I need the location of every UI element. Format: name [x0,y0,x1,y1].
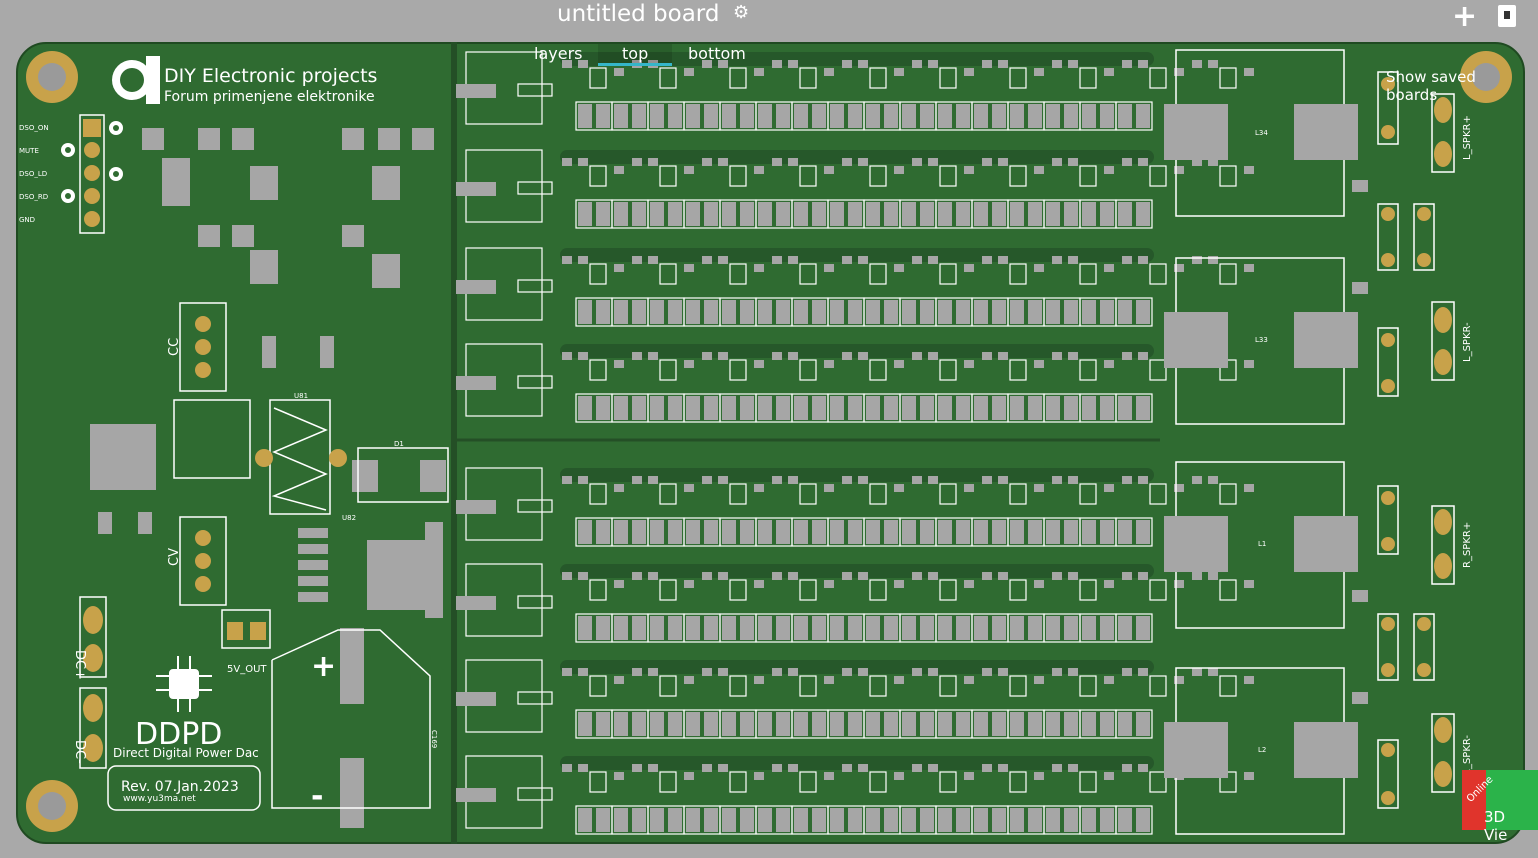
silk-l-spkr-plus: L_SPKR+ [1462,115,1473,160]
silk-r-spkr-minus: R_SPKR- [1462,735,1473,776]
show-saved-boards-link[interactable]: Show saved boards [1386,68,1476,104]
pin-label-dso-ld: DSO_LD [19,170,47,178]
svg-text:-: - [311,779,323,814]
mounting-holes [26,51,1512,832]
logo-gear-icon [112,56,160,104]
tab-top[interactable]: top [598,44,673,66]
silk-subheading: Forum primenjene elektronike [164,89,375,105]
silk-cc: CC [167,338,182,356]
svg-text:L2: L2 [1258,746,1266,754]
silk-heading: DIY Electronic projects [164,65,377,87]
silk-5v-out: 5V_OUT [227,664,267,675]
pin-label-gnd: GND [19,216,35,224]
inductor-blocks [1164,49,1455,835]
silk-dc-minus: DC- [72,740,87,764]
tab-bottom[interactable]: bottom [688,44,746,63]
svg-text:C169: C169 [430,730,438,748]
svg-text:D1: D1 [394,440,404,448]
svg-text:L34: L34 [1255,129,1268,137]
gear-icon[interactable]: ⚙ [733,2,750,23]
silk-l-spkr-minus: L_SPKR- [1462,322,1473,362]
svg-text:+: + [311,649,336,684]
pin-label-dso-on: DSO_ON [19,124,49,132]
download-icon[interactable] [1498,5,1516,27]
pin-label-dso-rd: DSO_RD [19,193,48,201]
view-3d-label: 3D Vie [1484,808,1508,844]
svg-text:U82: U82 [342,514,356,522]
header-connector [61,114,123,234]
left-components [90,128,446,828]
add-icon[interactable]: + [1452,0,1478,34]
view-3d-button[interactable]: Online 3D Vie [1462,770,1538,844]
pin-label-mute: MUTE [19,147,39,155]
top-bar: untitled board ⚙ + [0,0,1529,36]
ddpd-chip-icon [156,656,212,712]
svg-text:L33: L33 [1255,336,1268,344]
silk-r-spkr-plus: R_SPKR+ [1462,522,1473,568]
svg-text:U81: U81 [294,392,308,400]
silk-product: Direct Digital Power Dac [113,746,259,760]
silk-cv: CV [167,548,182,566]
svg-text:L1: L1 [1258,540,1266,548]
silk-dc-plus: DC+ [72,650,87,680]
power-stage-array [456,51,1254,835]
silk-logo: DDPD [135,717,222,752]
silk-website: www.yu3ma.net [123,794,196,804]
tab-layers[interactable]: layers [534,44,583,63]
silk-revision: Rev. 07.Jan.2023 [121,779,239,795]
board-title[interactable]: untitled board [557,1,720,27]
